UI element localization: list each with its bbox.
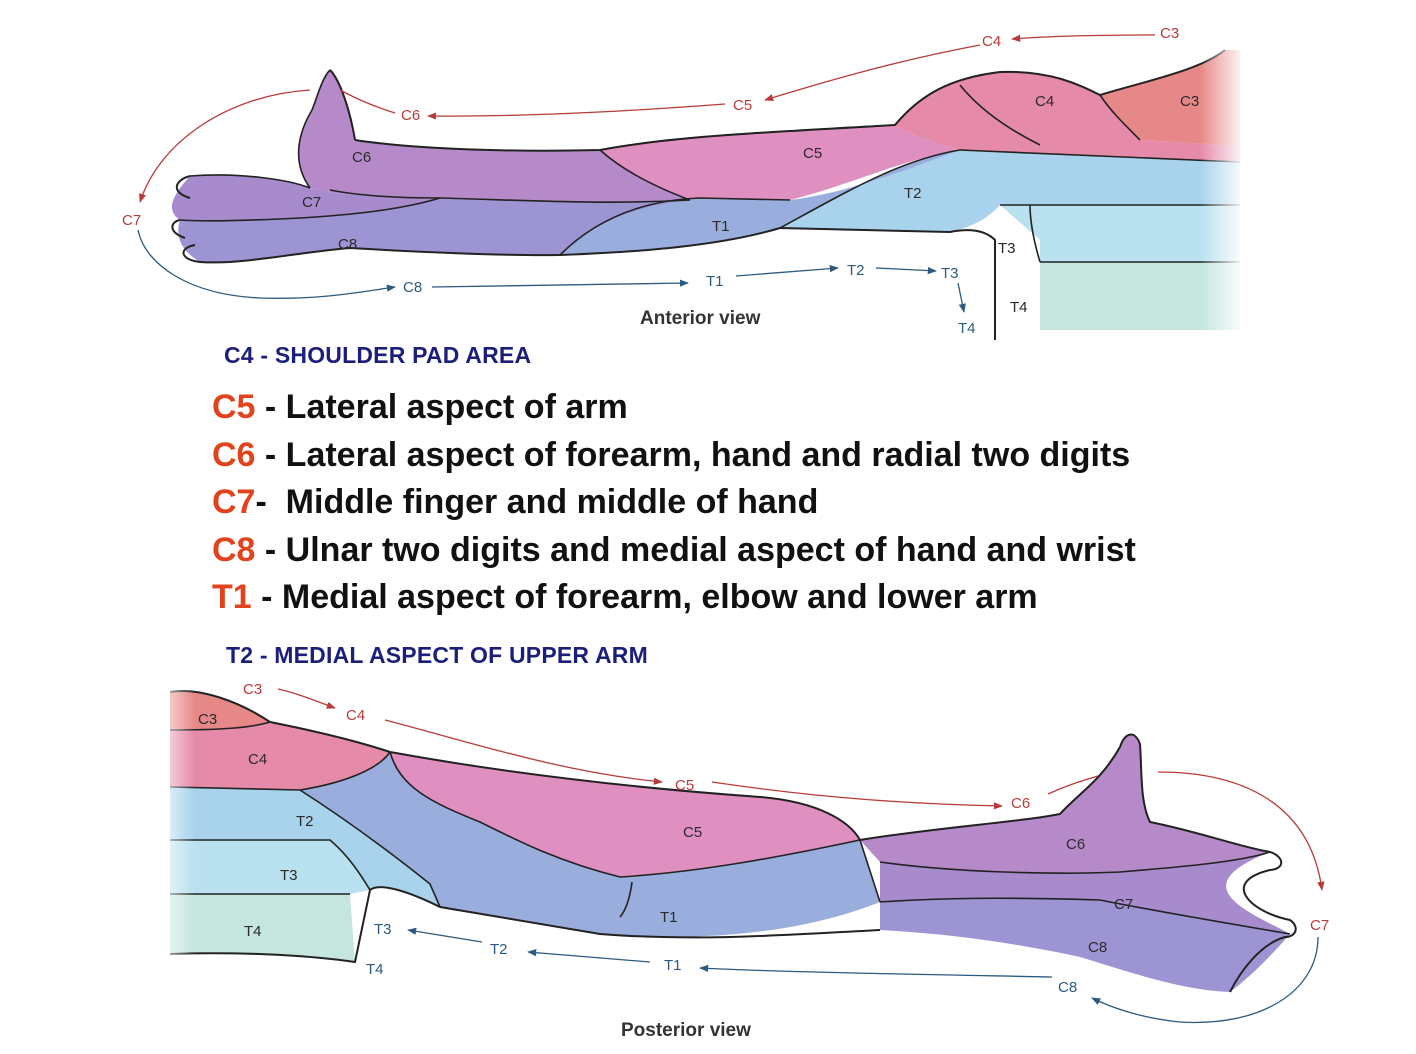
dermatome-definitions: C5 - Lateral aspect of arm C6 - Lateral … (212, 384, 1136, 622)
anterior-label-c6: C6 (352, 149, 371, 166)
anterior-label-c4: C4 (1035, 93, 1054, 110)
anterior-arrow-label-c6: C6 (401, 107, 420, 124)
anterior-arm-diagram: C3 C4 C5 C6 C7 C8 T1 T2 T3 T4 C3 C4 C5 C… (0, 0, 1416, 345)
definition-code: C6 (212, 436, 255, 474)
definition-c6: C6 - Lateral aspect of forearm, hand and… (212, 432, 1136, 480)
anterior-label-t1: T1 (712, 218, 730, 235)
posterior-label-c8: C8 (1088, 939, 1107, 956)
anterior-label-t4: T4 (1010, 299, 1028, 316)
posterior-label-c3: C3 (198, 711, 217, 728)
anterior-arrow-label-t1: T1 (706, 273, 724, 290)
definition-code: C7 (212, 483, 255, 521)
anterior-label-t3: T3 (998, 240, 1016, 257)
anterior-arrow-label-c4: C4 (982, 33, 1001, 50)
definition-t1: T1 - Medial aspect of forearm, elbow and… (212, 574, 1136, 622)
definition-c5: C5 - Lateral aspect of arm (212, 384, 1136, 432)
anterior-label-c5: C5 (803, 145, 822, 162)
posterior-arrow-label-c6: C6 (1011, 795, 1030, 812)
definition-text: - Lateral aspect of forearm, hand and ra… (255, 436, 1130, 474)
posterior-arrow-label-c5: C5 (675, 777, 694, 794)
anterior-arrow-label-c3: C3 (1160, 25, 1179, 42)
heading-c4: C4 - SHOULDER PAD AREA (224, 342, 531, 369)
posterior-arrow-label-t2: T2 (490, 941, 508, 958)
posterior-label-c4: C4 (248, 751, 267, 768)
definition-text: - Lateral aspect of arm (255, 388, 627, 426)
anterior-arrow-label-c7: C7 (122, 212, 141, 229)
region-c6 (299, 70, 690, 202)
posterior-label-c7: C7 (1114, 896, 1133, 913)
anterior-view-figure: C3 C4 C5 C6 C7 C8 T1 T2 T3 T4 C3 C4 C5 C… (0, 0, 1416, 345)
posterior-label-t2: T2 (296, 813, 314, 830)
region-t4 (170, 894, 355, 962)
posterior-label-t3: T3 (280, 867, 298, 884)
anterior-label-t2: T2 (904, 185, 922, 202)
anterior-arrow-label-t4: T4 (958, 320, 976, 337)
posterior-caption: Posterior view (621, 1020, 751, 1041)
posterior-arrow-label-c4: C4 (346, 707, 365, 724)
anterior-arrow-label-t3: T3 (941, 265, 959, 282)
definition-c7: C7- Middle finger and middle of hand (212, 479, 1136, 527)
anterior-caption: Anterior view (640, 308, 761, 329)
definition-text: - Ulnar two digits and medial aspect of … (255, 531, 1135, 569)
posterior-arrow-label-c7: C7 (1310, 917, 1329, 934)
posterior-arrow-label-c3: C3 (243, 681, 262, 698)
definition-code: C8 (212, 531, 255, 569)
region-c6 (860, 735, 1270, 874)
posterior-arrow-label-t3: T3 (374, 921, 392, 938)
posterior-arm-diagram: C3 C4 C5 C6 C7 C8 T1 T2 T3 T4 C3 C4 C5 C… (0, 672, 1416, 1054)
posterior-label-c5: C5 (683, 824, 702, 841)
anterior-arrow-label-t2: T2 (847, 262, 865, 279)
posterior-arrow-label-c8: C8 (1058, 979, 1077, 996)
anterior-label-c7: C7 (302, 194, 321, 211)
posterior-arrow-label-t4: T4 (366, 961, 384, 978)
posterior-arrow-label-t1: T1 (664, 957, 682, 974)
anterior-arrow-label-c5: C5 (733, 97, 752, 114)
definition-text: - Middle finger and middle of hand (255, 483, 818, 521)
posterior-label-c6: C6 (1066, 836, 1085, 853)
definition-code: C5 (212, 388, 255, 426)
posterior-label-t4: T4 (244, 923, 262, 940)
anterior-arrow-label-c8: C8 (403, 279, 422, 296)
definition-text: - Medial aspect of forearm, elbow and lo… (252, 578, 1038, 616)
anterior-label-c3: C3 (1180, 93, 1199, 110)
definition-code: T1 (212, 578, 252, 616)
posterior-label-t1: T1 (660, 909, 678, 926)
posterior-view-figure: C3 C4 C5 C6 C7 C8 T1 T2 T3 T4 C3 C4 C5 C… (0, 672, 1416, 1054)
anterior-label-c8: C8 (338, 236, 357, 253)
heading-t2: T2 - MEDIAL ASPECT OF UPPER ARM (226, 642, 648, 669)
definition-c8: C8 - Ulnar two digits and medial aspect … (212, 527, 1136, 575)
